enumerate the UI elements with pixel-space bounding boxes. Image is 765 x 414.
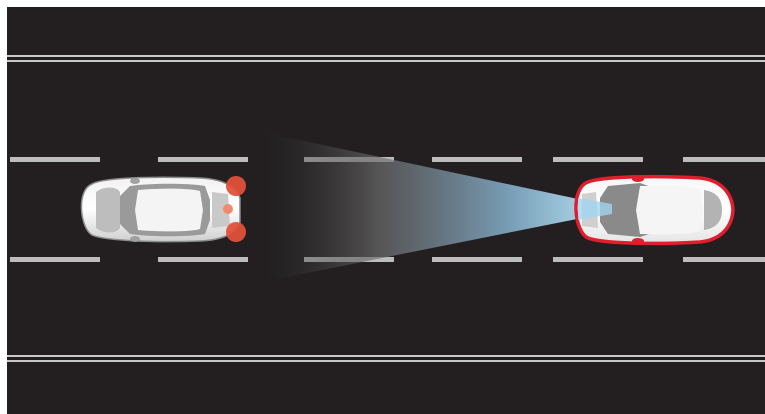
sensor-target-glow [578,198,612,220]
brake-light-bottom [226,222,246,242]
sensor-beam [262,132,592,282]
own-vehicle [80,176,246,243]
road-edge-lines [7,55,765,362]
frame-left [0,0,7,414]
frame-top [0,0,765,7]
brake-light-top [226,176,246,196]
